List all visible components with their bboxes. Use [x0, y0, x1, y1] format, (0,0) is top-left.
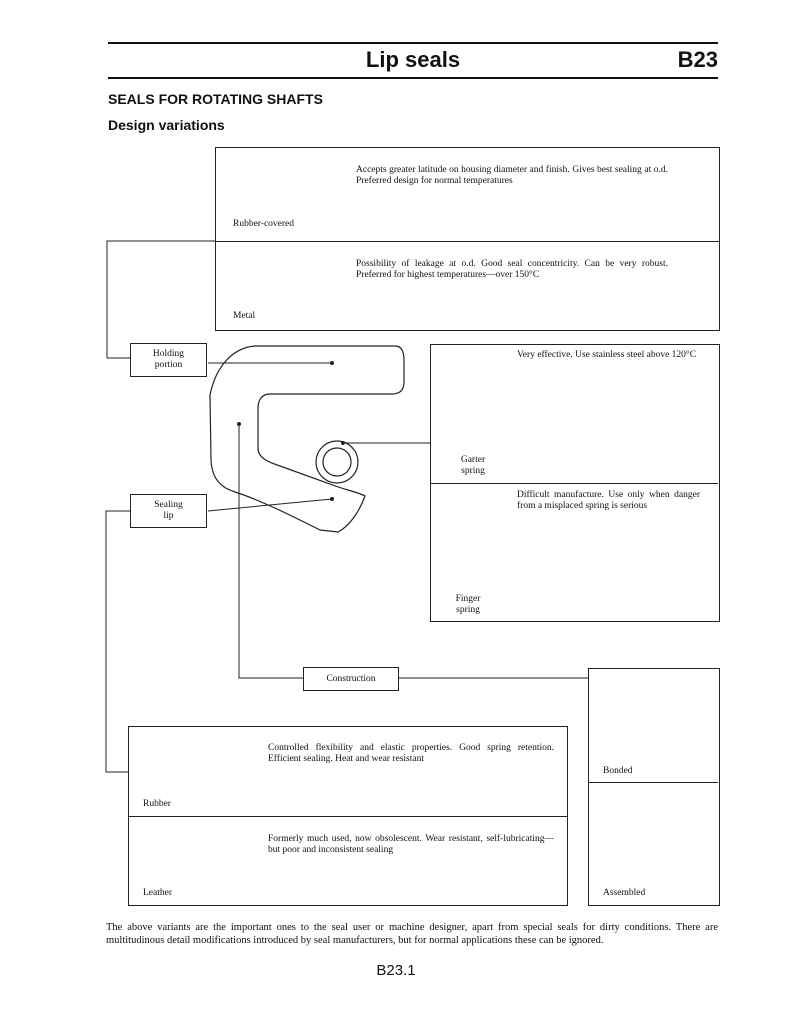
central-seal-section — [209, 345, 405, 533]
spring-variants-divider — [431, 483, 718, 484]
footer-note: The above variants are the important one… — [106, 922, 718, 946]
leather-lip-description: Formerly much used, now obsolescent. Wea… — [268, 834, 554, 855]
construction-variants-divider — [589, 782, 718, 783]
assembled-caption: Assembled — [603, 888, 646, 898]
holding-portion-label: Holding portion — [130, 343, 207, 377]
bonded-caption: Bonded — [603, 766, 633, 776]
finger-spring-caption: Finger spring — [455, 594, 481, 615]
metal-description: Possibility of leakage at o.d. Good seal… — [356, 259, 668, 280]
section-heading: SEALS FOR ROTATING SHAFTS — [108, 91, 323, 107]
holding-variants-divider — [216, 241, 719, 242]
garter-spring-caption: Garter spring — [460, 455, 486, 476]
finger-spring-description: Difficult manufacture. Use only when dan… — [517, 490, 700, 511]
sealing-lip-label: Sealing lip — [130, 494, 207, 528]
header-bottom-rule — [108, 77, 718, 79]
leather-lip-caption: Leather — [143, 888, 173, 898]
header-top-rule — [108, 42, 718, 44]
page-title: Lip seals — [365, 47, 461, 72]
rubber-covered-description: Accepts greater latitude on housing diam… — [356, 165, 668, 186]
garter-spring-description: Very effective. Use stainless steel abov… — [517, 350, 697, 360]
construction-variants-box — [588, 668, 720, 906]
construction-label: Construction — [303, 667, 399, 691]
connector-spring — [341, 441, 430, 445]
header: Lip seals B23 — [108, 47, 718, 77]
rubber-covered-caption: Rubber-covered — [233, 219, 295, 229]
rubber-lip-caption: Rubber — [143, 799, 171, 809]
section-subheading: Design variations — [108, 117, 225, 133]
metal-caption: Metal — [233, 311, 256, 321]
section-code: B23 — [677, 47, 718, 72]
connector-holding — [106, 240, 334, 365]
rubber-lip-description: Controlled flexibility and elastic prope… — [268, 743, 554, 764]
page-number: B23.1 — [376, 962, 416, 979]
sealing-lip-variants-divider — [129, 816, 567, 817]
connector-sealing-lip — [105, 497, 334, 773]
holding-variants-box — [215, 147, 720, 331]
